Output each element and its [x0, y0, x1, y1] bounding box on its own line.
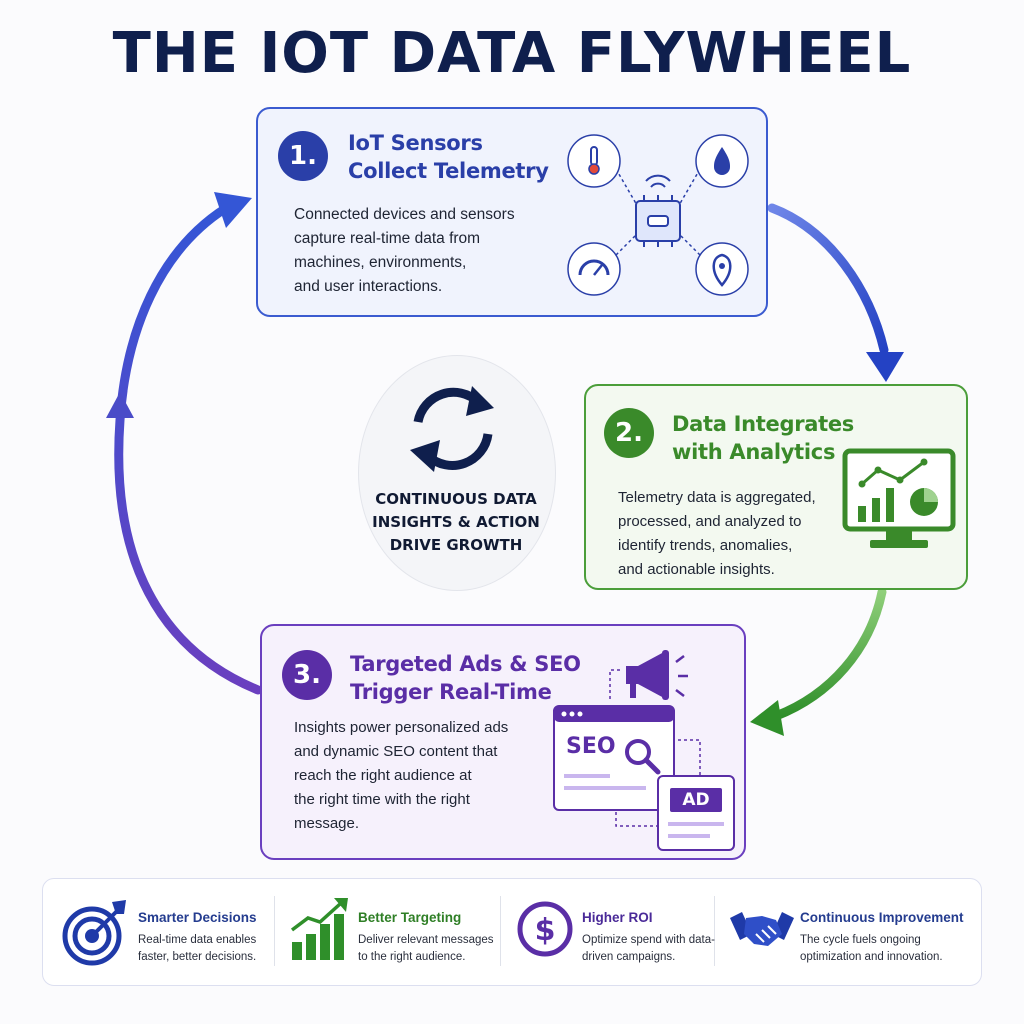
step2-desc-line: identify trends, anomalies,: [618, 537, 793, 554]
step1-title-line1: IoT Sensors: [348, 131, 483, 155]
step2-title-line1: Data Integrates: [672, 412, 855, 436]
benefit-desc-line: Deliver relevant messages: [358, 934, 494, 946]
benefit-higher-roi: $ Higher ROI Optimize spend with data- d…: [516, 890, 715, 996]
step3-card: 3. Targeted Ads & SEO Trigger Real-Time …: [260, 624, 746, 860]
arrow-step3-to-step1: [114, 203, 263, 695]
step2-number-badge: 2.: [604, 408, 654, 458]
step3-title: Targeted Ads & SEO Trigger Real-Time: [350, 650, 581, 706]
step3-title-line2: Trigger Real-Time: [350, 680, 552, 704]
benefit-desc-line: Optimize spend with data-: [582, 934, 715, 946]
center-caption-line: INSIGHTS & ACTION: [372, 513, 540, 531]
step2-desc-line: Telemetry data is aggregated,: [618, 489, 816, 506]
step3-desc-line: Insights power personalized ads: [294, 719, 509, 736]
benefit-desc: Real-time data enables faster, better de…: [138, 932, 278, 966]
benefit-desc: Optimize spend with data- driven campaig…: [582, 932, 722, 966]
step1-card: 1. IoT Sensors Collect Telemetry Connect…: [256, 107, 768, 317]
browser-window-icon: [553, 705, 675, 811]
water-drop-icon: [695, 134, 749, 188]
page-title: THE IOT DATA FLYWHEEL: [112, 21, 912, 86]
benefit-desc: Deliver relevant messages to the right a…: [358, 932, 498, 966]
arrowhead-left-mid: [106, 392, 134, 418]
step1-title: IoT Sensors Collect Telemetry: [348, 129, 549, 185]
step1-desc-line: and user interactions.: [294, 278, 443, 295]
benefit-desc-line: The cycle fuels ongoing: [800, 934, 921, 946]
benefit-title: Smarter Decisions: [138, 910, 257, 925]
step3-desc-line: the right time with the right: [294, 791, 470, 808]
step2-title-line2: with Analytics: [672, 440, 836, 464]
arrowhead-step1: [214, 192, 252, 228]
benefit-desc-line: optimization and innovation.: [800, 951, 943, 963]
step3-desc-line: message.: [294, 815, 360, 832]
benefit-desc-line: driven campaigns.: [582, 951, 676, 963]
megaphone-icon: [626, 650, 688, 700]
thermometer-icon: [567, 134, 621, 188]
benefit-divider: [274, 896, 275, 966]
step3-desc-line: reach the right audience at: [294, 767, 472, 784]
refresh-cycle-icon: [410, 386, 494, 472]
benefit-desc-line: faster, better decisions.: [138, 951, 257, 963]
benefit-title: Continuous Improvement: [800, 910, 964, 925]
ad-card-icon: [657, 775, 735, 851]
ad-label: AD: [682, 790, 710, 810]
step2-description: Telemetry data is aggregated, processed,…: [618, 486, 816, 582]
arrowhead-step3: [750, 700, 784, 736]
benefit-better-targeting: Better Targeting Deliver relevant messag…: [288, 890, 498, 996]
handshake-icon: [730, 912, 794, 946]
arrow-step2-to-step3: [771, 587, 887, 721]
target-icon: [62, 900, 126, 966]
center-caption-line: DRIVE GROWTH: [389, 536, 523, 554]
step2-card: 2. Data Integrates with Analytics Teleme…: [584, 384, 968, 590]
benefit-title: Better Targeting: [358, 910, 462, 925]
speedometer-icon: [567, 242, 621, 296]
growth-chart-icon: [290, 898, 348, 960]
benefit-divider: [500, 896, 501, 966]
step1-desc-line: capture real-time data from: [294, 230, 481, 247]
location-pin-icon: [695, 242, 749, 296]
step1-number-badge: 1.: [278, 131, 328, 181]
benefit-smarter-decisions: Smarter Decisions Real-time data enables…: [60, 890, 272, 996]
seo-label: SEO: [566, 734, 616, 759]
step3-number-badge: 3.: [282, 650, 332, 700]
center-caption: CONTINUOUS DATA INSIGHTS & ACTION DRIVE …: [370, 488, 542, 557]
step1-desc-line: Connected devices and sensors: [294, 206, 515, 223]
benefit-continuous-improvement: Continuous Improvement The cycle fuels o…: [728, 890, 978, 996]
step1-title-line2: Collect Telemetry: [348, 159, 549, 183]
iot-chip-icon: [635, 174, 681, 247]
benefit-title: Higher ROI: [582, 910, 653, 925]
benefit-desc: The cycle fuels ongoing optimization and…: [800, 932, 970, 966]
benefit-divider: [714, 896, 715, 966]
center-caption-line: CONTINUOUS DATA: [375, 490, 537, 508]
seo-ad-illustration: [553, 650, 735, 851]
step3-desc-line: and dynamic SEO content that: [294, 743, 498, 760]
sensor-network-illustration: [567, 134, 749, 296]
benefits-panel: [42, 878, 982, 986]
step3-title-line1: Targeted Ads & SEO: [350, 652, 581, 676]
arrowhead-step2: [866, 352, 904, 382]
benefit-desc-line: to the right audience.: [358, 951, 466, 963]
benefit-desc-line: Real-time data enables: [138, 934, 257, 946]
step1-description: Connected devices and sensors capture re…: [294, 203, 515, 299]
dollar-icon: $: [517, 901, 573, 957]
analytics-monitor-icon: [842, 448, 956, 548]
step1-desc-line: machines, environments,: [294, 254, 467, 271]
svg-text:$: $: [535, 913, 556, 948]
arrow-step1-to-step2: [767, 203, 889, 355]
step2-title: Data Integrates with Analytics: [672, 410, 854, 466]
step3-description: Insights power personalized ads and dyna…: [294, 716, 508, 836]
step2-desc-line: processed, and analyzed to: [618, 513, 802, 530]
step2-desc-line: and actionable insights.: [618, 561, 775, 578]
